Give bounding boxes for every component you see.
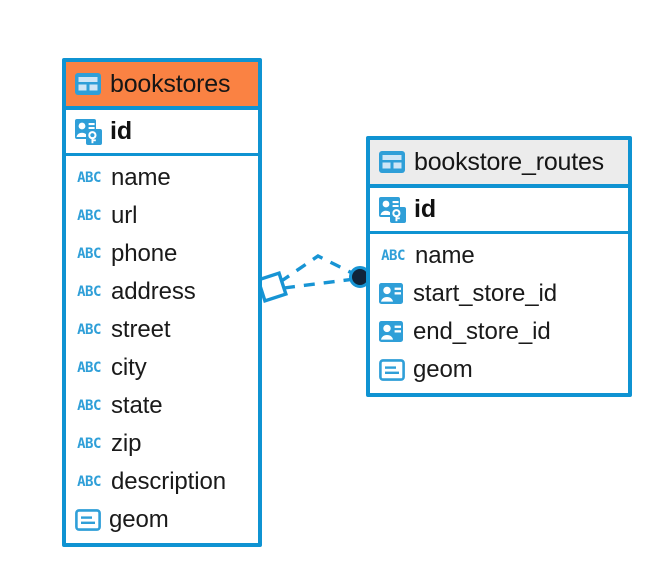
table-icon — [75, 73, 101, 95]
field-label: city — [111, 354, 147, 381]
field-label: id — [414, 195, 437, 223]
abc-icon: ABC — [77, 170, 101, 186]
blob-icon — [379, 359, 405, 381]
abc-icon: ABC — [381, 248, 405, 264]
field-label: name — [111, 164, 171, 191]
entity-title: bookstore_routes — [414, 147, 604, 176]
primary-key-icon — [379, 196, 406, 223]
field-list-bookstore-routes: ABC name start_store_id — [370, 234, 628, 393]
abc-icon: ABC — [77, 208, 101, 224]
field-list-bookstores: ABC name ABC url ABC phone ABC address A… — [66, 156, 258, 543]
field-label: url — [111, 202, 138, 229]
abc-icon: ABC — [77, 322, 101, 338]
field-label: geom — [109, 506, 169, 533]
abc-icon: ABC — [77, 474, 101, 490]
abc-icon: ABC — [77, 436, 101, 452]
foreign-key-icon — [379, 283, 405, 305]
field-label: description — [111, 468, 226, 495]
entity-title: bookstores — [110, 69, 231, 98]
field-row-end-store-id[interactable]: end_store_id — [370, 313, 628, 351]
relationship-line-upper — [279, 254, 357, 284]
field-label: id — [110, 117, 133, 145]
field-row-state[interactable]: ABC state — [66, 387, 258, 425]
field-label: zip — [111, 430, 142, 457]
field-row-geom[interactable]: geom — [370, 351, 628, 389]
field-row-city[interactable]: ABC city — [66, 349, 258, 387]
entity-header-bookstore-routes[interactable]: bookstore_routes — [370, 140, 628, 188]
field-label: name — [415, 242, 475, 269]
field-row-primary-key[interactable]: id — [370, 188, 628, 234]
field-row-description[interactable]: ABC description — [66, 463, 258, 501]
entity-bookstores[interactable]: bookstores id ABC — [62, 58, 262, 547]
field-label: end_store_id — [413, 318, 551, 345]
field-label: geom — [413, 356, 473, 383]
abc-icon: ABC — [77, 398, 101, 414]
field-row-zip[interactable]: ABC zip — [66, 425, 258, 463]
blob-icon — [75, 509, 101, 531]
field-row-street[interactable]: ABC street — [66, 311, 258, 349]
abc-icon: ABC — [77, 360, 101, 376]
entity-header-bookstores[interactable]: bookstores — [66, 62, 258, 110]
relationship-line-lower — [283, 277, 356, 290]
field-row-start-store-id[interactable]: start_store_id — [370, 275, 628, 313]
field-row-address[interactable]: ABC address — [66, 273, 258, 311]
field-row-geom[interactable]: geom — [66, 501, 258, 539]
field-row-name[interactable]: ABC name — [66, 159, 258, 197]
abc-icon: ABC — [77, 246, 101, 262]
field-label: street — [111, 316, 171, 343]
table-icon — [379, 151, 405, 173]
field-row-name[interactable]: ABC name — [370, 237, 628, 275]
field-row-phone[interactable]: ABC phone — [66, 235, 258, 273]
entity-bookstore-routes[interactable]: bookstore_routes id ABC — [366, 136, 632, 397]
abc-icon: ABC — [77, 284, 101, 300]
field-row-url[interactable]: ABC url — [66, 197, 258, 235]
field-row-primary-key[interactable]: id — [66, 110, 258, 156]
field-label: phone — [111, 240, 178, 267]
field-label: address — [111, 278, 196, 305]
foreign-key-icon — [379, 321, 405, 343]
primary-key-icon — [75, 118, 102, 145]
field-label: state — [111, 392, 163, 419]
field-label: start_store_id — [413, 280, 558, 307]
diamond-marker — [255, 270, 289, 304]
